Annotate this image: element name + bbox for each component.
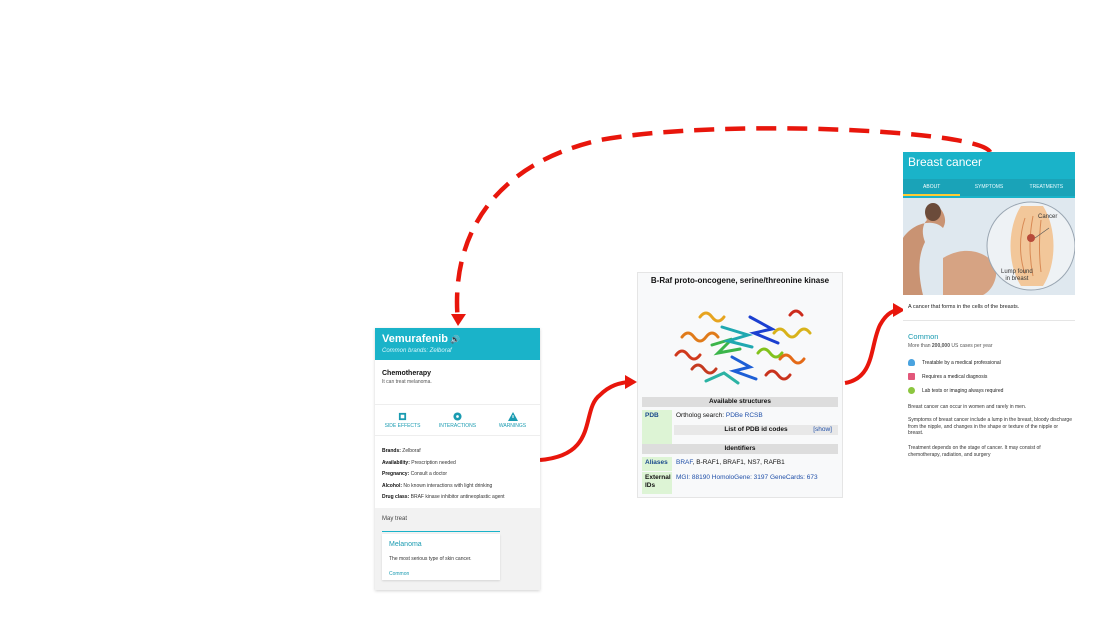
condition-frequency: Common [389,571,410,577]
dashed-feedback-arrow [454,126,993,323]
warnings-label: WARNINGS [498,422,527,429]
may-treat-section: May treat Melanoma The most serious type… [375,508,540,590]
side-effects-label: SIDE EFFECTS [384,422,421,429]
gene-infobox: B-Raf proto-oncogene, serine/threonine k… [637,272,843,498]
cases-suffix: US cases per year [949,343,993,349]
external-ids-label: External IDs [642,472,672,494]
fact-value: No known interactions with light drinkin… [403,482,493,489]
disease-header: Breast cancer ABOUT SYMPTOMS TREATMENTS [903,152,1075,198]
feature-row: Lab tests or imaging always required [908,387,1003,394]
aliases-label[interactable]: Aliases [642,457,672,471]
disease-title: Breast cancer [908,155,983,169]
condition-card[interactable]: Melanoma The most serious type of skin c… [382,534,500,580]
aliases-link[interactable]: BRAF [676,459,693,466]
may-treat-title: May treat [382,516,408,522]
ortholog-search: Ortholog search: PDBe RCSB [674,410,838,422]
fact-value: Zelboraf [402,448,421,454]
fact-value: Prescription needed [411,459,456,466]
feature-row: Requires a medical diagnosis [908,373,987,380]
drug-class-desc: It can treat melanoma. [382,379,432,385]
clipboard-icon [908,373,915,380]
external-ids-value[interactable]: MGI: 88190 HomoloGene: 3197 GeneCards: 6… [676,474,818,481]
drug-title: Vemurafenib🔊 [382,333,533,346]
fact-value: BRAF kinase inhibitor antineoplastic age… [410,494,505,500]
cases-count: 200,000 [931,343,950,349]
fact-row: Pregnancy: Consult a doctor [382,469,536,481]
lab-test-icon [908,387,915,394]
drug-header: Vemurafenib🔊 Common brands: Zelboraf [375,328,540,360]
condition-name[interactable]: Melanoma [389,541,422,548]
fact-row: Alcohol: No known interactions with ligh… [382,481,536,493]
fact-value: Consult a doctor [410,471,448,477]
tab-treatments[interactable]: TREATMENTS [1029,184,1064,190]
feature-text: Requires a medical diagnosis [922,373,988,380]
warning-icon [507,411,518,421]
speaker-icon[interactable]: 🔊 [450,335,460,344]
show-toggle[interactable]: [show] [813,426,832,433]
breast-exam-illustration: Cancer Lump found in breast [903,198,1075,295]
interactions-button[interactable]: INTERACTIONS [433,411,483,429]
drug-facts: Brands: Zelboraf Availability: Prescript… [382,446,536,504]
fact-key: Availability: [382,459,410,466]
protein-structure-image [674,309,812,385]
feature-text: Treatable by a medical professional [922,359,1001,366]
disease-paragraph: Breast cancer can occur in women and rar… [908,404,1027,410]
tab-symptoms[interactable]: SYMPTOMS [974,184,1004,190]
prevalence-cases: More than 200,000 US cases per year [908,343,993,349]
pdb-label[interactable]: PDB [642,410,672,444]
pdb-list-caption: List of PDB id codes [724,426,788,433]
lump-callout: Lump found in breast [1001,269,1033,283]
disease-tabs: ABOUT SYMPTOMS TREATMENTS [903,179,1075,196]
disease-paragraph: Treatment depends on the stage of cancer… [908,445,1041,458]
drug-class-section: Chemotherapy It can treat melanoma. [375,360,540,385]
gene-title: B-Raf proto-oncogene, serine/threonine k… [650,276,830,285]
drug-name: Vemurafenib [382,333,449,345]
fact-key: Pregnancy: [382,471,410,477]
divider [903,320,1075,321]
fact-key: Alcohol: [382,482,402,489]
disease-description: A cancer that forms in the cells of the … [908,304,1020,310]
feature-row: Treatable by a medical professional [908,359,1001,366]
drug-to-gene-arrow [539,380,629,462]
interactions-label: INTERACTIONS [438,422,477,429]
disease-card: Breast cancer ABOUT SYMPTOMS TREATMENTS … [903,152,1075,472]
tab-about[interactable]: ABOUT [903,179,961,196]
fact-key: Drug class: [382,494,410,500]
feature-text: Lab tests or imaging always required [922,387,1004,394]
fact-row: Brands: Zelboraf [382,446,536,458]
dashed-arrow-head [451,314,466,326]
condition-desc: The most serious type of skin cancer. [389,556,472,562]
warnings-button[interactable]: WARNINGS [488,411,538,429]
aliases-rest: , B-RAF1, BRAF1, NS7, RAFB1 [692,459,785,466]
drug-actions: SIDE EFFECTS INTERACTIONS WARNINGS [375,404,540,436]
drug-class-title: Chemotherapy [382,370,432,377]
available-structures-header: Available structures [642,397,838,407]
side-effects-button[interactable]: SIDE EFFECTS [378,412,428,429]
fact-row: Availability: Prescription needed [382,458,536,470]
disease-paragraph: Symptoms of breast cancer include a lump… [908,417,1072,437]
ortholog-links[interactable]: PDBe RCSB [725,412,763,419]
interactions-icon [453,411,462,421]
prevalence-title: Common [908,332,939,341]
cases-prefix: More than [908,343,932,349]
gene-to-disease-arrow-head [893,303,905,317]
lump-callout-line2: in breast [1005,276,1029,282]
drug-brands-subtitle: Common brands: Zelboraf [382,348,452,354]
ortholog-prefix: Ortholog search: [676,412,726,419]
illustration-graphic [903,198,1075,295]
identifiers-header: Identifiers [642,444,838,454]
fact-key: Brands: [382,448,401,454]
lump-callout-line1: Lump found [1001,269,1033,275]
cancer-callout: Cancer [1038,214,1058,220]
doctor-icon [908,359,915,366]
fact-row: Drug class: BRAF kinase inhibitor antine… [382,492,536,504]
drug-to-gene-arrow-head [625,375,637,389]
gene-to-disease-arrow [844,308,898,385]
pill-icon [398,412,407,420]
may-treat-underline [382,531,500,532]
pdb-list-row: List of PDB id codes [show] [674,425,838,435]
drug-card: Vemurafenib🔊 Common brands: Zelboraf Che… [375,328,540,590]
aliases-value: BRAF, B-RAF1, BRAF1, NS7, RAFB1 [674,457,838,469]
